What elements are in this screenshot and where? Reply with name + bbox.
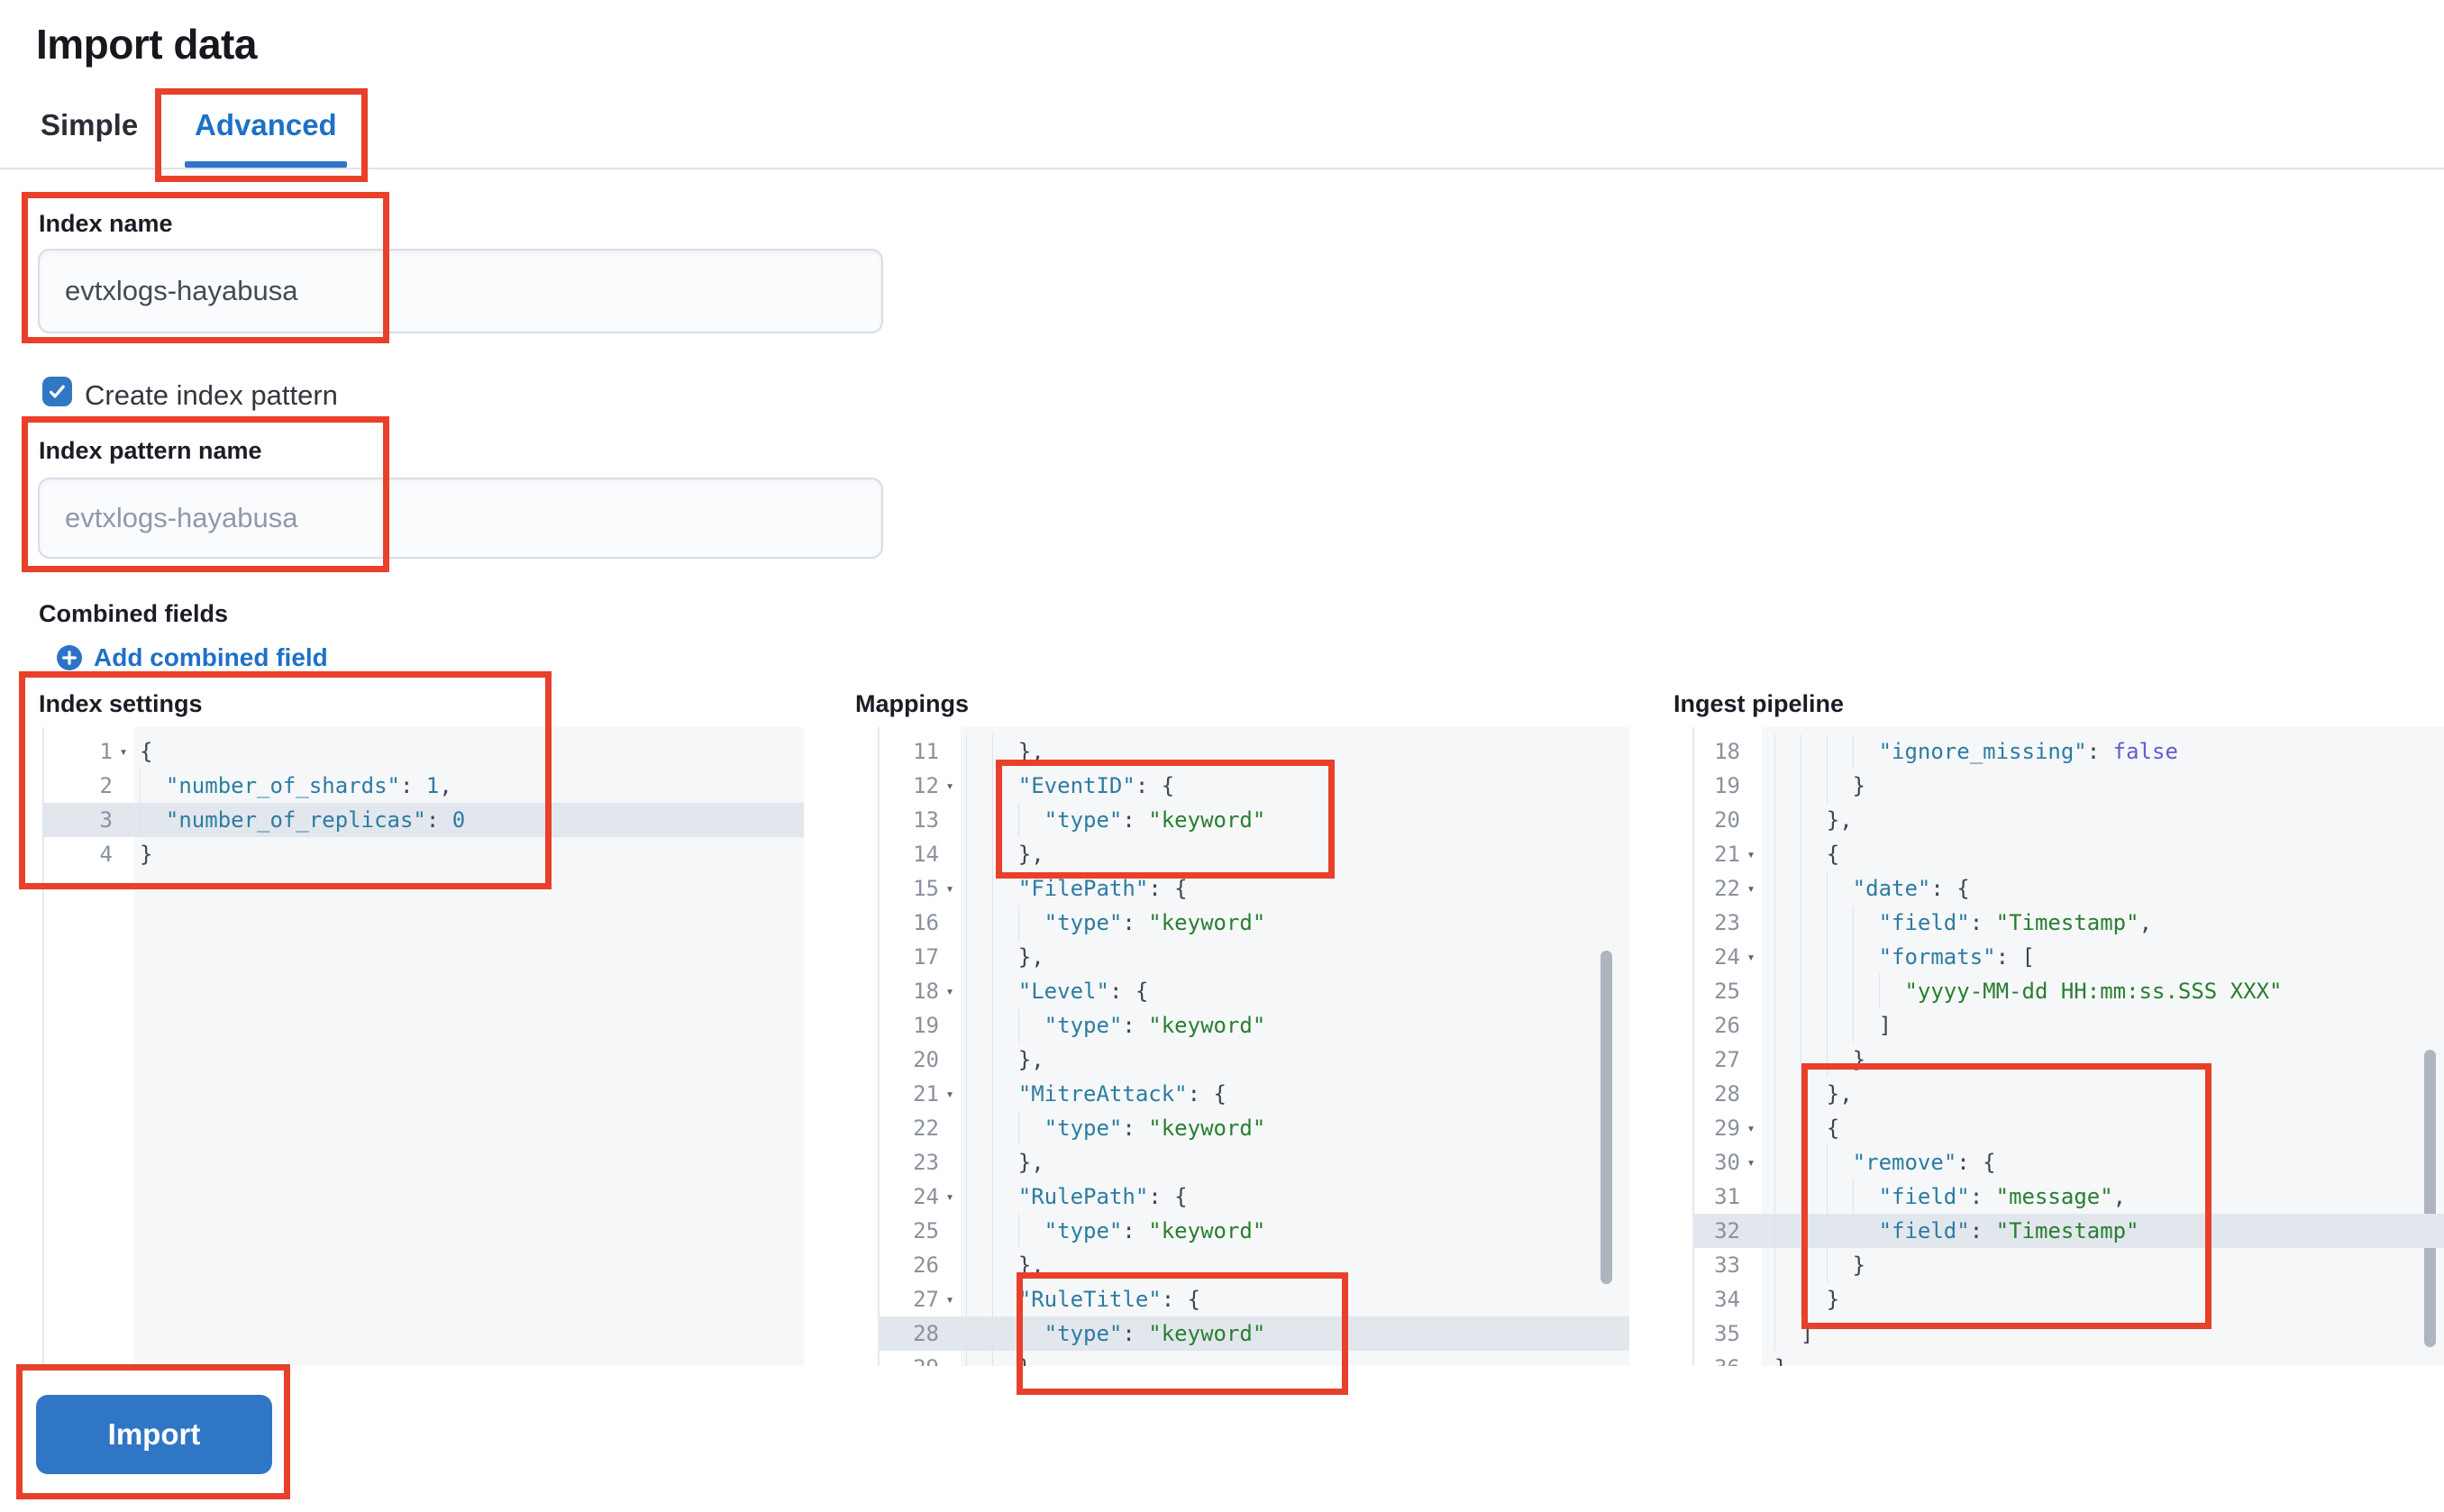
code-line: 34} — [1694, 1282, 2444, 1316]
code-line: 21▾{ — [1694, 837, 2444, 871]
code-line: 22"type": "keyword" — [880, 1111, 1629, 1145]
chevron-down-icon[interactable]: ▾ — [1746, 846, 1755, 862]
tabs-divider — [0, 168, 2444, 169]
code-line: 36} — [1694, 1351, 2444, 1366]
tab-advanced[interactable]: Advanced — [195, 108, 337, 141]
code-line: 19"type": "keyword" — [880, 1008, 1629, 1043]
code-line: 27▾"RuleTitle": { — [880, 1282, 1629, 1316]
code-line: 24▾"formats": [ — [1694, 940, 2444, 974]
code-line: 30▾"remove": { — [1694, 1145, 2444, 1180]
index-pattern-name-label: Index pattern name — [39, 437, 262, 464]
code-line: 25"type": "keyword" — [880, 1214, 1629, 1248]
index-name-label: Index name — [39, 210, 173, 237]
code-line: 18▾"Level": { — [880, 974, 1629, 1008]
page-title: Import data — [36, 21, 257, 68]
code-line: 32"field": "Timestamp" — [1694, 1214, 2444, 1248]
chevron-down-icon[interactable]: ▾ — [1746, 1154, 1755, 1170]
code-line: 13"type": "keyword" — [880, 803, 1629, 837]
check-icon — [49, 385, 65, 398]
code-line: 24▾"RulePath": { — [880, 1180, 1629, 1214]
code-line: 17}, — [880, 940, 1629, 974]
index-settings-label: Index settings — [39, 690, 203, 717]
code-line: 31"field": "message", — [1694, 1180, 2444, 1214]
create-index-pattern-label: Create index pattern — [85, 379, 338, 411]
code-line: 16"type": "keyword" — [880, 906, 1629, 940]
code-line: 20}, — [880, 1043, 1629, 1077]
chevron-down-icon[interactable]: ▾ — [945, 1086, 954, 1102]
mappings-label: Mappings — [855, 690, 969, 717]
code-line: 12▾"EventID": { — [880, 769, 1629, 803]
code-line: 25"yyyy-MM-dd HH:mm:ss.SSS XXX" — [1694, 974, 2444, 1008]
combined-fields-label: Combined fields — [39, 600, 229, 627]
import-button[interactable]: Import — [36, 1395, 272, 1474]
code-line: 20}, — [1694, 803, 2444, 837]
create-index-pattern-checkbox[interactable] — [42, 377, 72, 406]
add-combined-field-link[interactable]: Add combined field — [57, 643, 328, 672]
active-tab-underline — [185, 161, 347, 168]
chevron-down-icon[interactable]: ▾ — [945, 778, 954, 794]
code-line: 4} — [99, 842, 153, 867]
code-line: 3"number_of_replicas": 0 — [44, 803, 804, 837]
editor-gutter — [1694, 727, 1762, 1366]
code-line: 21▾"MitreAttack": { — [880, 1077, 1629, 1111]
code-line: 15▾"FilePath": { — [880, 871, 1629, 906]
chevron-down-icon[interactable]: ▾ — [945, 1291, 954, 1307]
index-pattern-name-input[interactable] — [38, 478, 883, 559]
code-line: 28}, — [1694, 1077, 2444, 1111]
ingest-pipeline-scrollbar[interactable] — [2424, 1050, 2436, 1347]
plus-in-circle-icon — [57, 645, 82, 670]
code-line: 33} — [1694, 1248, 2444, 1282]
chevron-down-icon[interactable]: ▾ — [1746, 949, 1755, 965]
mappings-scrollbar[interactable] — [1600, 951, 1612, 1284]
add-combined-field-label: Add combined field — [94, 643, 328, 671]
code-line: 27} — [1694, 1043, 2444, 1077]
code-line: 19} — [1694, 769, 2444, 803]
code-line: 14}, — [880, 837, 1629, 871]
code-line: 29▾{ — [1694, 1111, 2444, 1145]
code-line: 28"type": "keyword" — [880, 1316, 1629, 1351]
chevron-down-icon[interactable]: ▾ — [945, 880, 954, 897]
code-line: 22▾"date": { — [1694, 871, 2444, 906]
tab-simple[interactable]: Simple — [41, 108, 139, 141]
code-line: 23}, — [880, 1145, 1629, 1180]
chevron-down-icon[interactable]: ▾ — [1746, 1120, 1755, 1136]
editor-gutter — [880, 727, 961, 1366]
index-settings-editor[interactable]: 1▾{2"number_of_shards": 1,3"number_of_re… — [42, 727, 804, 1366]
code-line: 11}, — [880, 734, 1629, 769]
chevron-down-icon[interactable]: ▾ — [945, 1189, 954, 1205]
code-line: 18"ignore_missing": false — [1694, 734, 2444, 769]
code-line: 2"number_of_shards": 1, — [44, 769, 804, 803]
index-name-input[interactable] — [38, 249, 883, 333]
chevron-down-icon[interactable]: ▾ — [1746, 880, 1755, 897]
code-line: 35] — [1694, 1316, 2444, 1351]
ingest-pipeline-label: Ingest pipeline — [1673, 690, 1845, 717]
code-line: 26}, — [880, 1248, 1629, 1282]
chevron-down-icon[interactable]: ▾ — [119, 743, 128, 760]
code-line: 23"field": "Timestamp", — [1694, 906, 2444, 940]
chevron-down-icon[interactable]: ▾ — [945, 983, 954, 999]
code-line: 26] — [1694, 1008, 2444, 1043]
code-line: 1▾{ — [44, 734, 804, 769]
mappings-editor[interactable]: 11},12▾"EventID": {13"type": "keyword"14… — [878, 727, 1629, 1366]
code-line: 29}, — [880, 1351, 1629, 1366]
